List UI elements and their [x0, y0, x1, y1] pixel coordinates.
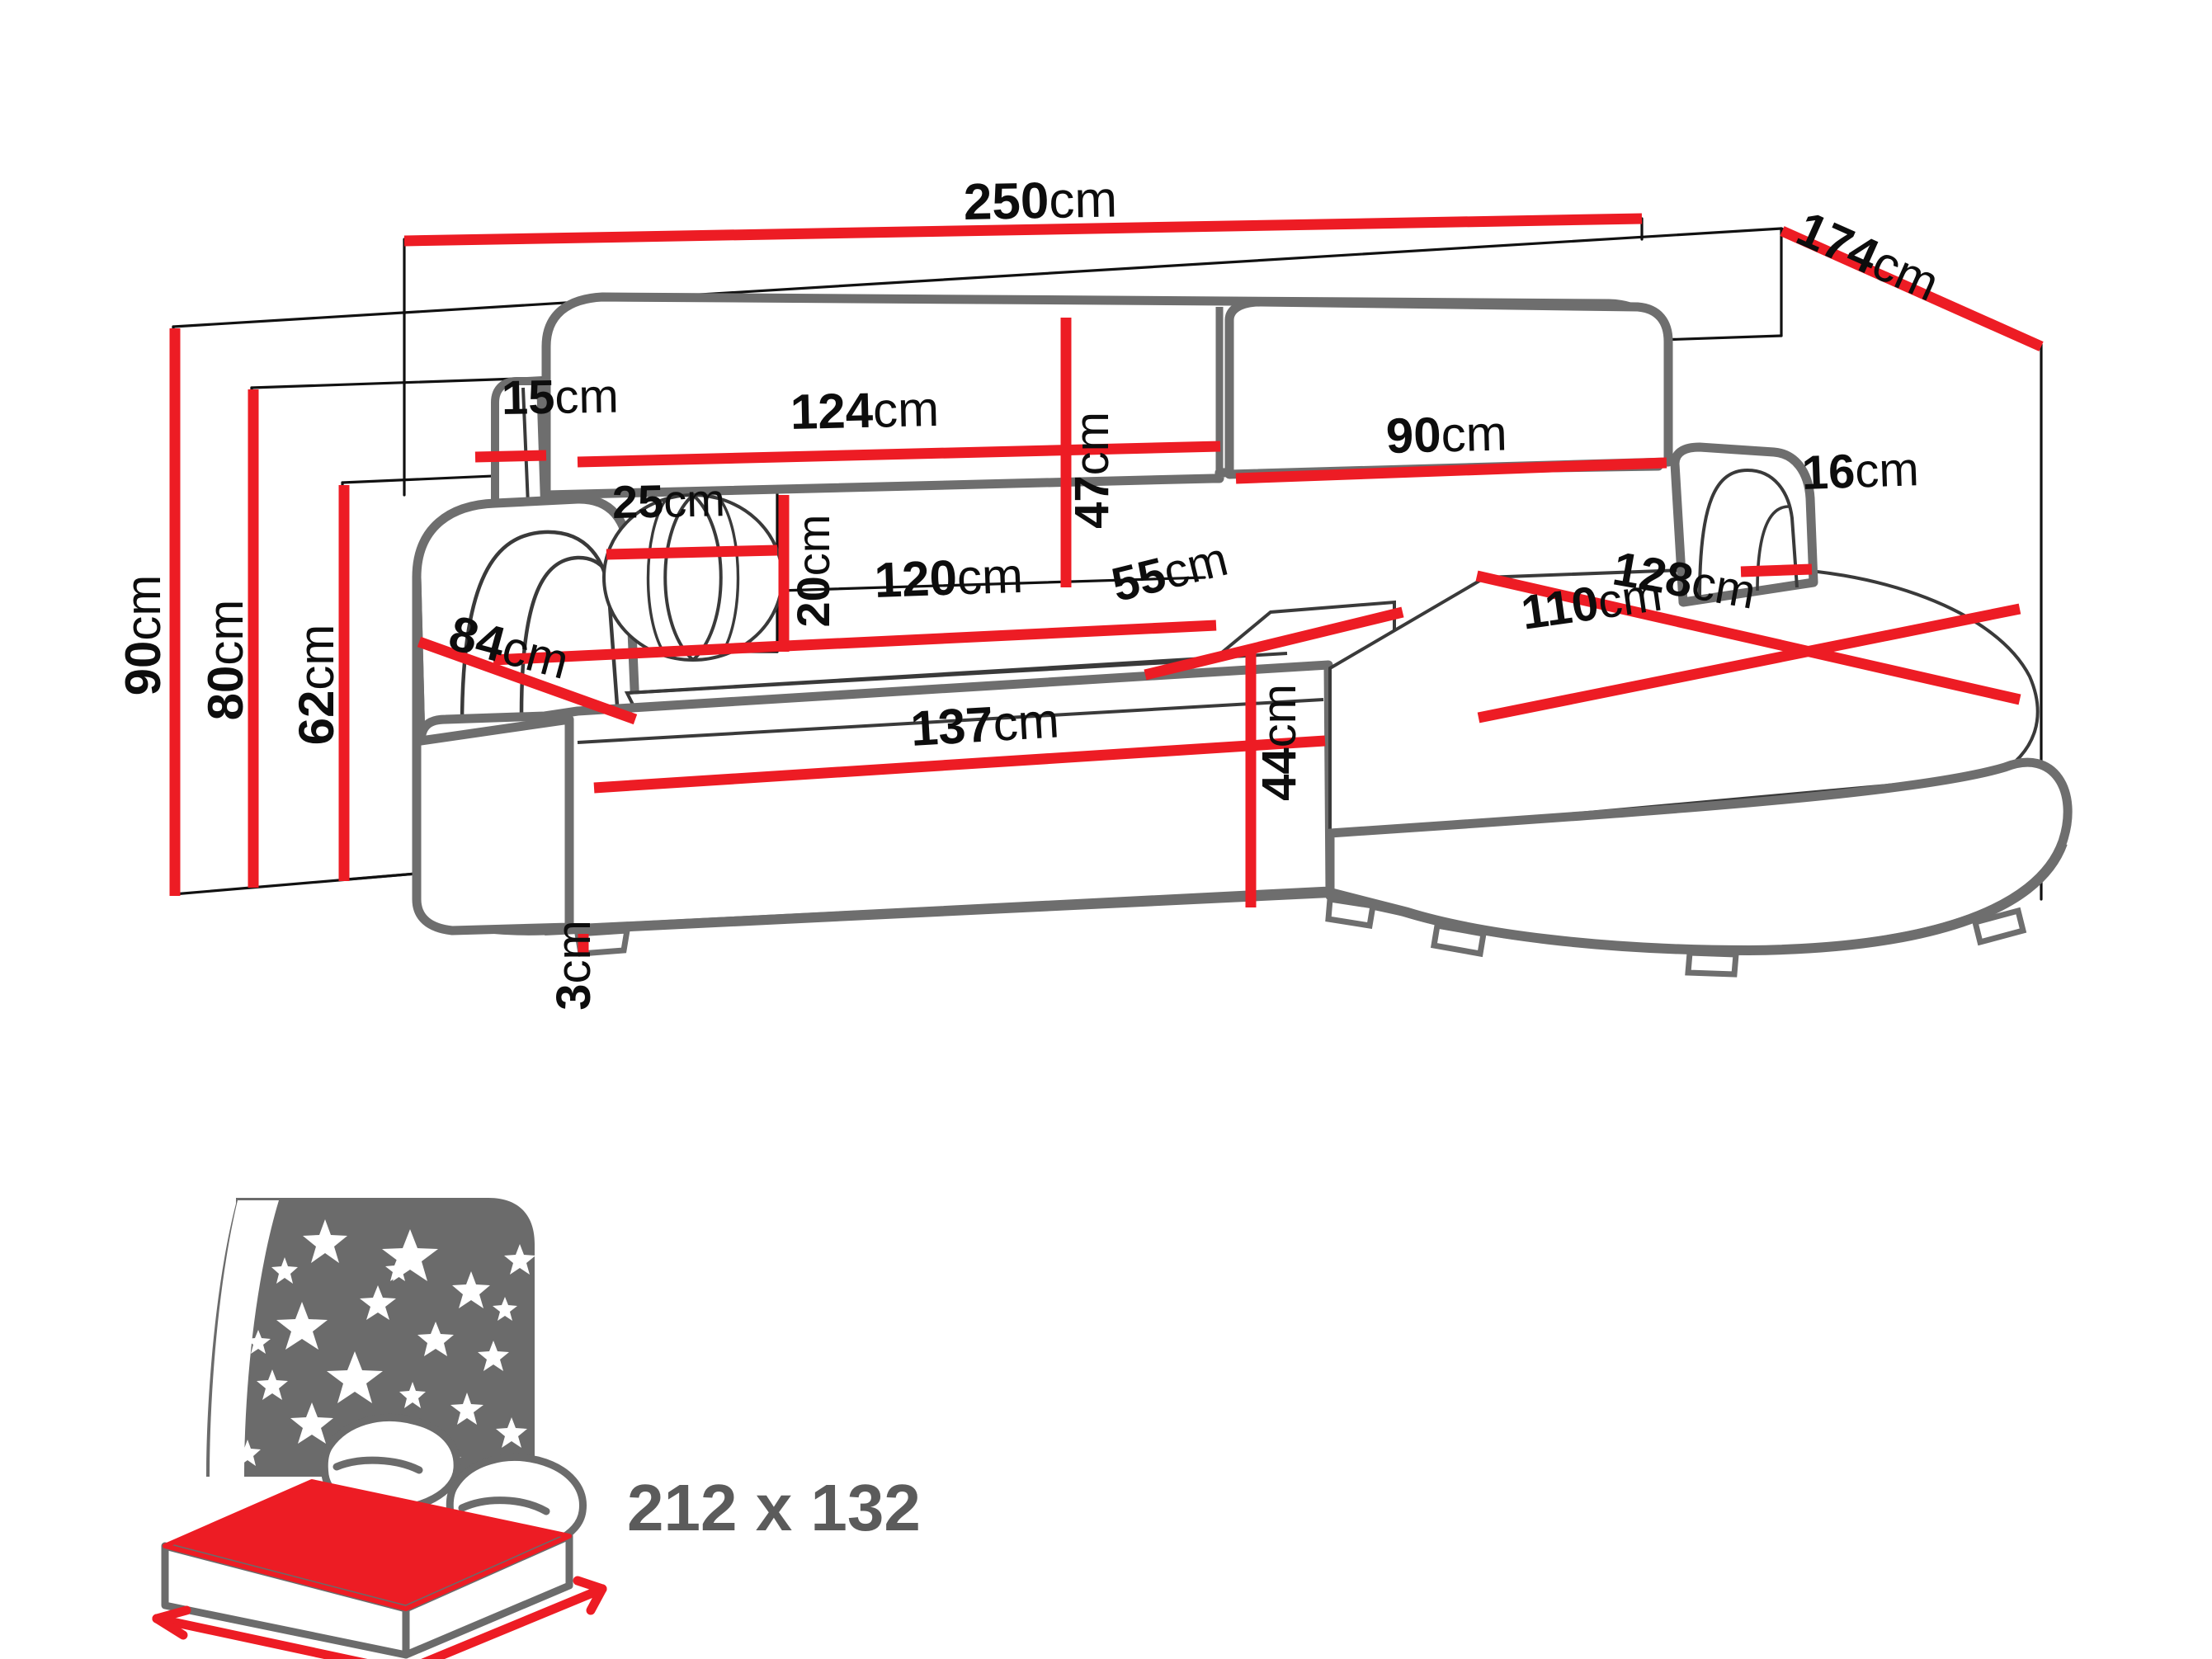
- dimline-110: [1477, 603, 2021, 723]
- dimline-90w: [1235, 457, 1667, 484]
- right-backrest-cushion: [1224, 297, 1673, 479]
- label-120: 120cm: [874, 548, 1024, 608]
- label-16: 16cm: [1801, 442, 1920, 500]
- dimline-174: [1780, 226, 2044, 351]
- dimline-137: [593, 735, 1326, 794]
- label-90-height: 90cm: [116, 575, 171, 696]
- label-15: 15cm: [501, 370, 619, 425]
- left-arm-top-nub: [491, 377, 549, 514]
- label-44: 44cm: [1252, 684, 1306, 801]
- sofa-legs: [573, 895, 2027, 978]
- label-128: 128cm: [1609, 542, 1760, 620]
- bolster-cushion: [602, 493, 784, 662]
- label-47: 47cm: [1065, 412, 1119, 529]
- sleeping-area-icon: 212 x 132: [152, 1198, 921, 1659]
- label-137: 137cm: [909, 692, 1061, 756]
- sofa-illustration: [412, 292, 2073, 978]
- dimline-120: [493, 620, 1217, 666]
- dimline-55: [1144, 606, 1404, 681]
- label-124: 124cm: [790, 381, 940, 440]
- chaise-seat-top: [1328, 565, 2040, 836]
- dimension-lines: [169, 213, 2044, 955]
- dimline-84: [417, 636, 638, 725]
- dimline-16: [1740, 563, 1813, 577]
- dimline-25: [606, 544, 778, 560]
- main-base-left-panel: [412, 573, 574, 936]
- dimline-250: [403, 213, 1643, 247]
- dimline-15: [474, 450, 547, 463]
- mattress: [161, 1479, 573, 1659]
- night-sky-backdrop: [206, 1198, 535, 1478]
- dimline-128: [1475, 570, 2021, 705]
- mattress-dimension-arrows: [152, 1576, 607, 1659]
- label-3: 3cm: [547, 920, 601, 1011]
- dimline-124: [577, 441, 1221, 468]
- label-80-height: 80cm: [198, 600, 253, 721]
- sofa-plinth: [544, 841, 2068, 955]
- sleeping-area-label: 212 x 132: [627, 1471, 921, 1544]
- label-110: 110cm: [1518, 568, 1665, 640]
- label-62-height: 62cm: [289, 624, 344, 746]
- label-250: 250cm: [963, 172, 1117, 232]
- label-25: 25cm: [611, 474, 725, 528]
- dimension-labels: 250cm 174cm 90cm 80cm 62cm 15cm 124cm 47…: [116, 172, 1947, 1011]
- label-90-width: 90cm: [1385, 405, 1507, 464]
- label-20: 20cm: [787, 515, 839, 628]
